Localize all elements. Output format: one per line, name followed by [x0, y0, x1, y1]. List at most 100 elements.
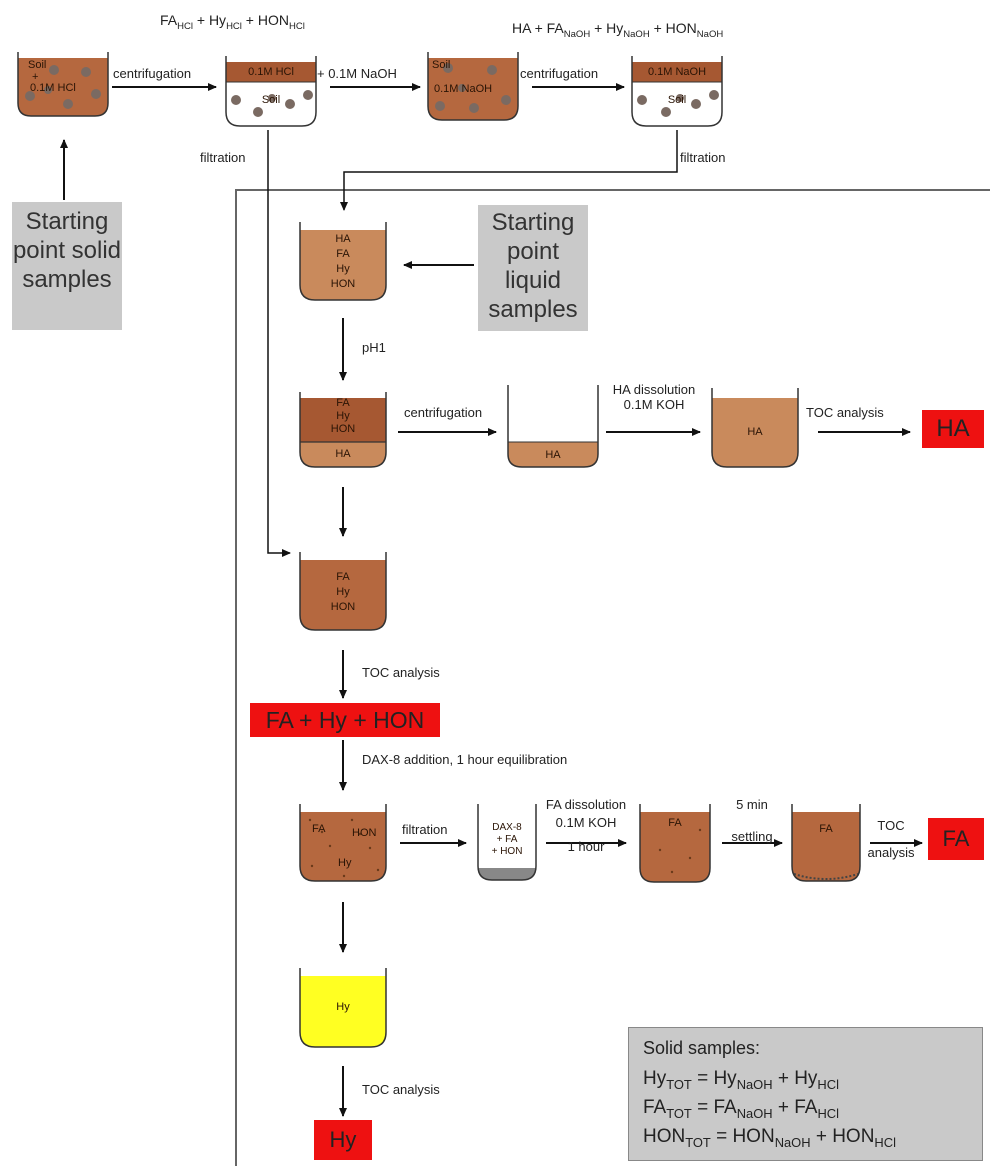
- beaker10-fa: FA: [312, 823, 326, 835]
- beaker10-hy: Hy: [338, 857, 352, 869]
- beaker5-hy: Hy: [336, 263, 350, 275]
- label-filtration-hcl: filtration: [200, 150, 246, 165]
- beaker1-text-bot: 0.1M HCl: [30, 82, 76, 94]
- start-solid-samples: Starting point solid samples: [12, 202, 122, 330]
- beaker10-hon: HON: [352, 827, 377, 839]
- beaker6-bottom-contents: HA: [335, 448, 351, 460]
- beaker-ha-fa-hy-hon: [299, 222, 387, 301]
- beaker7-contents: HA: [545, 449, 561, 461]
- label-centrifugation-2: centrifugation: [520, 66, 599, 81]
- eq1-part: + Hy: [192, 12, 227, 28]
- label-ha-dissolution: HA dissolution 0.1M KOH: [594, 382, 714, 412]
- beaker-ha-dissolved: [711, 388, 799, 468]
- label-centrifugation-3: centrifugation: [404, 405, 483, 420]
- eq-part: = FA: [691, 1097, 737, 1118]
- label-centrifugation-1: centrifugation: [113, 66, 192, 81]
- beaker11-contents: DAX-8 + FA + HON: [478, 822, 536, 858]
- beaker6-top-contents: FA Hy HON: [300, 397, 386, 436]
- eq-part: + Hy: [772, 1068, 818, 1089]
- beaker-centrifuged-hcl: [225, 56, 317, 127]
- beaker14-contents: Hy: [336, 1001, 350, 1013]
- eq-part: Hy: [643, 1068, 667, 1089]
- equation-hy-total: HyTOT = HyNaOH + HyHCl: [643, 1068, 839, 1092]
- fa-dissolution-line3: 1 hour: [567, 839, 605, 854]
- eq1-part: + HON: [241, 12, 289, 28]
- result-fa-hy-hon: FA + Hy + HON: [250, 703, 440, 737]
- eq1-sub: HCl: [289, 20, 305, 32]
- eq-part: = HON: [710, 1126, 775, 1147]
- beaker6-hon: HON: [330, 423, 356, 435]
- eq-part: HON: [643, 1126, 686, 1147]
- beaker5-ha: HA: [335, 233, 351, 245]
- result-ha: HA: [922, 410, 984, 448]
- beaker6-hy: Hy: [336, 410, 350, 422]
- label-naoh-addition: + 0.1M NaOH: [317, 66, 397, 81]
- equation-fa-total: FATOT = FANaOH + FAHCl: [643, 1097, 839, 1121]
- result-hy: Hy: [314, 1120, 372, 1160]
- beaker4-layer-text: 0.1M NaOH: [647, 66, 707, 78]
- fa-dissolution-line1: FA dissolution: [545, 797, 627, 812]
- eq2-sub: NaOH: [696, 28, 724, 40]
- equation-naoh-fraction: HA + FANaOH + HyNaOH + HONNaOH: [512, 20, 723, 40]
- beaker-soil-hcl: [17, 52, 109, 117]
- label-filtration-3: filtration: [402, 822, 448, 837]
- beaker13-contents: FA: [819, 823, 833, 835]
- beaker-hy: [299, 968, 387, 1048]
- label-toc-hy: TOC analysis: [362, 1082, 440, 1097]
- label-settling: 5 min settling: [716, 796, 788, 846]
- eq-sub: TOT: [666, 1076, 692, 1092]
- beaker-fa-koh: [639, 804, 711, 883]
- beaker11-fa: + FA: [496, 834, 518, 845]
- start-liquid-text: Starting point liquid samples: [488, 209, 578, 323]
- label-fa-dissolution: FA dissolution 0.1M KOH 1 hour: [530, 796, 642, 856]
- beaker9-fa: FA: [336, 571, 350, 583]
- beaker9-hy: Hy: [336, 586, 350, 598]
- beaker1-text-mid: +: [32, 71, 39, 83]
- beaker11-hon: + HON: [491, 846, 523, 857]
- beaker2-soil-text: Soil: [261, 94, 281, 106]
- beaker12-contents: FA: [668, 817, 682, 829]
- beaker5-hon: HON: [330, 278, 356, 290]
- eq2-part: HA + FA: [512, 20, 564, 36]
- eq-sub: TOT: [666, 1105, 692, 1121]
- eq-sub: NaOH: [736, 1105, 773, 1121]
- eq-part: + FA: [772, 1097, 818, 1118]
- fa-dissolution-line2: 0.1M KOH: [555, 815, 617, 830]
- beaker11-dax: DAX-8: [492, 822, 522, 833]
- eq-sub: HCl: [874, 1134, 896, 1150]
- equations-title: Solid samples:: [643, 1038, 761, 1058]
- beaker5-fa: FA: [336, 248, 350, 260]
- solid-samples-equations: Solid samples: HyTOT = HyNaOH + HyHCl FA…: [628, 1027, 983, 1161]
- label-toc-fa: TOC analysis: [856, 818, 926, 860]
- beaker-ha-precipitate: [507, 385, 599, 468]
- eq2-sub: NaOH: [623, 28, 650, 40]
- arrow-filtration-hcl: [267, 130, 291, 557]
- eq1-part: FA: [160, 12, 178, 28]
- label-dax-addition: DAX-8 addition, 1 hour equilibration: [362, 752, 568, 767]
- eq-part: = Hy: [691, 1068, 737, 1089]
- label-toc-ha: TOC analysis: [806, 405, 884, 420]
- eq-sub: TOT: [685, 1134, 711, 1150]
- equation-hon-total: HONTOT = HONNaOH + HONHCl: [643, 1126, 896, 1150]
- beaker6-fa: FA: [336, 397, 350, 409]
- beaker-fa-hy-hon: [299, 552, 387, 631]
- ha-dissolution-line2: 0.1M KOH: [623, 397, 685, 412]
- beaker2-layer-text: 0.1M HCl: [248, 66, 294, 78]
- beaker4-soil-text: Soil: [667, 94, 687, 106]
- start-liquid-samples: Starting point liquid samples: [478, 205, 588, 331]
- beaker5-contents: HA FA Hy HON: [300, 232, 386, 292]
- beaker-ph1-separation: [299, 392, 387, 468]
- beaker-centrifuged-naoh: [631, 56, 723, 127]
- beaker-fa-settled: [791, 804, 861, 882]
- settling-line1: 5 min: [736, 797, 768, 812]
- eq-sub: HCl: [817, 1076, 839, 1092]
- beaker-soil-naoh: [427, 52, 519, 121]
- eq-sub: NaOH: [774, 1134, 811, 1150]
- beaker3-text-top: Soil: [432, 59, 451, 71]
- beaker9-hon: HON: [330, 601, 356, 613]
- beaker-dax-equilibration: [299, 804, 387, 882]
- eq-sub: HCl: [817, 1105, 839, 1121]
- eq-part: + HON: [810, 1126, 875, 1147]
- label-toc-fhh: TOC analysis: [362, 665, 440, 680]
